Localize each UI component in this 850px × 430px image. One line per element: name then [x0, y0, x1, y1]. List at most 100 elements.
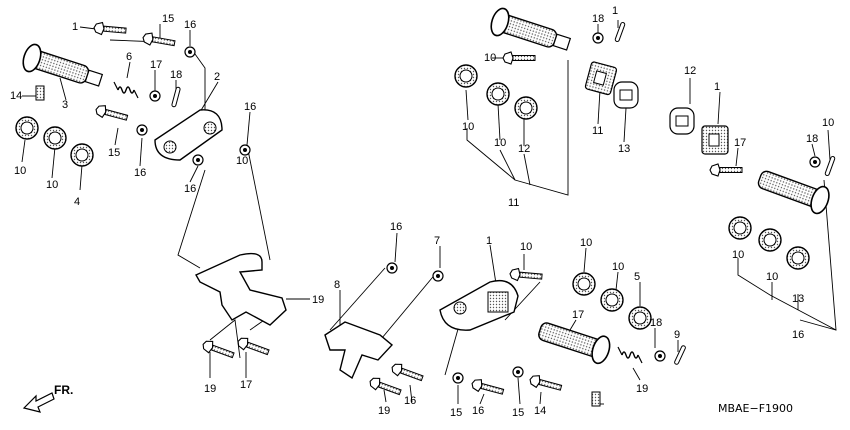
callout-17: 18 [592, 13, 604, 25]
callout-12: 11 [592, 125, 603, 137]
bushing-10l-icon [628, 306, 652, 330]
footpeg-upper-icon [487, 5, 574, 59]
callout-10: 10 [14, 165, 26, 177]
callout-15: 15 [162, 13, 174, 25]
washer-17d-icon [654, 350, 666, 362]
pin-18d-icon [673, 344, 687, 366]
bolt-15-icon [141, 31, 177, 50]
bracket-5-icon [324, 321, 394, 380]
callout-10: 10 [732, 249, 744, 261]
callout-17: 18 [806, 133, 818, 145]
bushing-10h-icon [758, 228, 782, 252]
callout-10: 10 [766, 271, 778, 283]
bolt-15b-icon [93, 103, 130, 125]
callout-10: 10 [46, 179, 58, 191]
spring-6-icon [113, 81, 139, 99]
bushing-10k-icon [600, 288, 624, 312]
diagram-code: MBAE−F1900 [718, 402, 793, 415]
callout-18: 10 [822, 117, 834, 129]
pin-18b-icon [614, 21, 626, 43]
callout-19: 19 [204, 383, 216, 395]
callout-19: 17 [240, 379, 252, 391]
callout-11: 13 [618, 143, 630, 155]
callout-16: 7 [434, 235, 440, 247]
bolt-19a-icon [200, 338, 236, 362]
callout-11: 12 [684, 65, 696, 77]
washer-16c-icon [192, 154, 204, 166]
bushing-10a-icon [15, 116, 39, 140]
bushing-10c-icon [70, 143, 94, 167]
bolt-19d-icon [389, 361, 425, 385]
callout-10: 10 [580, 237, 592, 249]
plate-2-icon [154, 109, 223, 161]
callout-15: 14 [534, 405, 546, 417]
callout-18: 18 [170, 69, 182, 81]
callout-10: 10 [462, 121, 474, 133]
washer-16g-icon [452, 372, 464, 384]
callout-5: 8 [334, 279, 340, 291]
callout-10: 5 [634, 271, 640, 283]
callout-16: 15 [512, 407, 524, 419]
bolt-15d-icon [527, 373, 564, 395]
callout-6: 6 [126, 51, 132, 63]
callout-1: 1 [72, 21, 78, 33]
washer-16b-icon [136, 124, 148, 136]
front-arrow: FR. [22, 383, 73, 413]
callout-13: 11 [508, 197, 519, 209]
bushing-10e-icon [486, 82, 510, 106]
left-rear-step-assembly [15, 21, 287, 362]
callout-16: 10 [236, 155, 248, 167]
callout-labels: 1 15 16 6 17 18 2 14 3 16 15 16 16 10 10… [10, 5, 834, 419]
front-arrow-icon [22, 392, 55, 413]
callout-1: 17 [734, 137, 746, 149]
callout-1: 10 [484, 52, 496, 64]
callout-17: 18 [650, 317, 662, 329]
bushing-10i-icon [786, 246, 810, 270]
bushing-10b-icon [43, 126, 67, 150]
bolt-1-icon [92, 21, 127, 38]
bolt-1d-icon [508, 267, 543, 284]
washer-17c-icon [809, 156, 821, 168]
callout-14: 14 [10, 90, 22, 102]
bracket-4-icon [195, 252, 287, 326]
callout-10: 12 [518, 143, 530, 155]
washer-17-icon [149, 90, 161, 102]
bolt-1b-icon [502, 51, 536, 65]
bolt-15c-icon [469, 377, 506, 399]
front-arrow-label: FR. [54, 383, 73, 397]
footpeg-right-icon [757, 170, 830, 215]
callout-17: 17 [150, 59, 162, 71]
callout-10: 10 [494, 137, 506, 149]
washer-16-icon [184, 46, 196, 58]
bolt-1c-icon [709, 163, 743, 177]
footpeg-8-icon [538, 322, 611, 365]
lower-middle-step-assembly [324, 262, 687, 407]
washer-16h-icon [512, 366, 524, 378]
bushing-10f-icon [514, 96, 538, 120]
callout-16: 16 [390, 221, 402, 233]
bushing-10j-icon [572, 272, 596, 296]
callout-15: 15 [108, 147, 120, 159]
callout-18: 1 [612, 5, 618, 17]
callout-15: 16 [472, 405, 484, 417]
bushing-10g-icon [728, 216, 752, 240]
callout-8: 17 [572, 309, 584, 321]
spring-9-icon [617, 346, 643, 364]
callout-7: 1 [486, 235, 492, 247]
callout-16: 16 [244, 101, 256, 113]
washer-17b-icon [592, 32, 604, 44]
callout-1: 10 [520, 241, 532, 253]
washer-16e-icon [386, 262, 398, 274]
callout-10: 4 [74, 196, 80, 208]
bolt-19b-icon [235, 335, 271, 359]
washer-16f-icon [432, 270, 444, 282]
callout-19: 19 [378, 405, 390, 417]
washer-16d-icon [239, 144, 251, 156]
callout-16: 16 [184, 19, 196, 31]
callout-12: 1 [714, 81, 720, 93]
callout-16: 16 [134, 167, 146, 179]
callout-16: 15 [450, 407, 462, 419]
pin-18c-icon [824, 155, 836, 177]
callout-3: 3 [62, 99, 68, 111]
